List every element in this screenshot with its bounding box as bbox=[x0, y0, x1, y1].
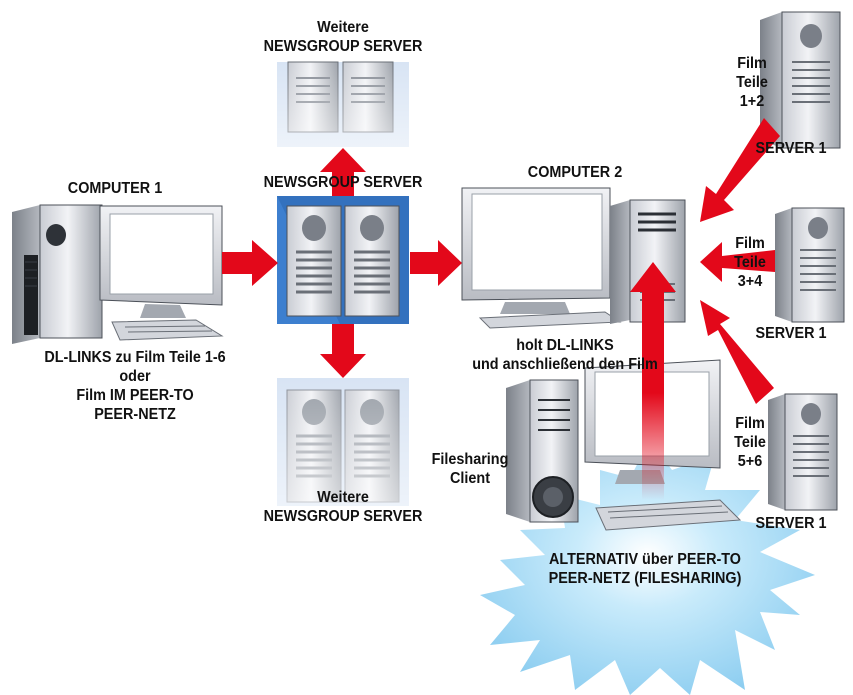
filesharing-client-label-line2: Client bbox=[449, 470, 490, 487]
newsgroup-bottom-label: Weitere NEWSGROUP SERVER bbox=[253, 488, 433, 526]
arrow-computer1-to-newsgroup bbox=[222, 240, 278, 286]
film-teile-2-line1: Film bbox=[735, 235, 765, 252]
server1-bottom-label: SERVER 1 bbox=[755, 515, 827, 532]
filesharing-client-label: Filesharing Client bbox=[421, 450, 520, 488]
alternativ-label: ALTERNATIV über PEER-TO PEER-NETZ (FILES… bbox=[533, 550, 758, 588]
arrow-server1-bottom-to-computer2 bbox=[700, 300, 774, 404]
server1-top-icon bbox=[760, 11, 841, 149]
computer2-title: COMPUTER 2 bbox=[527, 164, 623, 181]
arrow-server1-top-to-computer2 bbox=[700, 118, 780, 222]
newsgroup-top-servers-icon bbox=[277, 61, 409, 147]
computer1-icon bbox=[12, 204, 224, 344]
arrow-filesharing-to-computer2 bbox=[630, 262, 676, 500]
arrow-server1-middle-to-computer2 bbox=[700, 242, 775, 282]
newsgroup-main-label: NEWSGROUP SERVER bbox=[263, 174, 423, 191]
server1-bottom-icon bbox=[768, 393, 838, 511]
newsgroup-top-label-line1: Weitere bbox=[317, 19, 369, 36]
computer1-title: COMPUTER 1 bbox=[67, 180, 163, 197]
film-teile-2-line3: 3+4 bbox=[737, 273, 763, 290]
filesharing-client-label-line1: Filesharing bbox=[431, 451, 509, 468]
computer1-caption: DL-LINKS zu Film Teile 1-6 oder Film IM … bbox=[14, 348, 257, 424]
alternativ-label-line2: PEER-NETZ (FILESHARING) bbox=[548, 570, 742, 587]
film-teile-3-line1: Film bbox=[735, 415, 765, 432]
alternativ-label-line1: ALTERNATIV über PEER-TO bbox=[548, 551, 742, 568]
film-teile-2-label: Film Teile 3+4 bbox=[725, 234, 775, 291]
computer1-caption-line2: oder bbox=[119, 368, 151, 385]
newsgroup-main-servers-icon bbox=[286, 205, 400, 317]
computer2-caption-line1: holt DL-LINKS bbox=[516, 337, 614, 354]
server1-middle-label: SERVER 1 bbox=[755, 325, 827, 342]
arrow-newsgroup-down bbox=[320, 324, 366, 378]
computer1-caption-line1: DL-LINKS zu Film Teile 1-6 bbox=[44, 349, 226, 366]
computer1-caption-line3: Film IM PEER-TO bbox=[76, 387, 194, 404]
computer2-caption-line2: und anschließend den Film bbox=[472, 356, 658, 373]
film-teile-1-line3: 1+2 bbox=[739, 93, 765, 110]
film-teile-1-line2: Teile bbox=[736, 74, 768, 91]
film-teile-1-line1: Film bbox=[737, 55, 767, 72]
newsgroup-top-label-line2: NEWSGROUP SERVER bbox=[263, 38, 423, 55]
film-teile-3-line2: Teile bbox=[734, 434, 766, 451]
film-teile-3-line3: 5+6 bbox=[737, 453, 763, 470]
newsgroup-bottom-label-line1: Weitere bbox=[317, 489, 369, 506]
server1-middle-icon bbox=[775, 207, 845, 323]
newsgroup-bottom-servers-icon bbox=[277, 378, 409, 506]
film-teile-3-label: Film Teile 5+6 bbox=[725, 414, 775, 471]
arrow-newsgroup-up bbox=[320, 148, 366, 196]
newsgroup-bottom-label-line2: NEWSGROUP SERVER bbox=[263, 508, 423, 525]
server1-top-label: SERVER 1 bbox=[755, 140, 827, 157]
film-teile-2-line2: Teile bbox=[734, 254, 766, 271]
arrow-newsgroup-to-computer2 bbox=[410, 240, 462, 286]
newsgroup-top-label: Weitere NEWSGROUP SERVER bbox=[253, 18, 433, 56]
computer1-caption-line4: PEER-NETZ bbox=[94, 406, 176, 423]
film-teile-1-label: Film Teile 1+2 bbox=[727, 54, 777, 111]
filesharing-client-icon bbox=[506, 359, 742, 531]
computer2-caption: holt DL-LINKS und anschließend den Film bbox=[453, 336, 678, 374]
